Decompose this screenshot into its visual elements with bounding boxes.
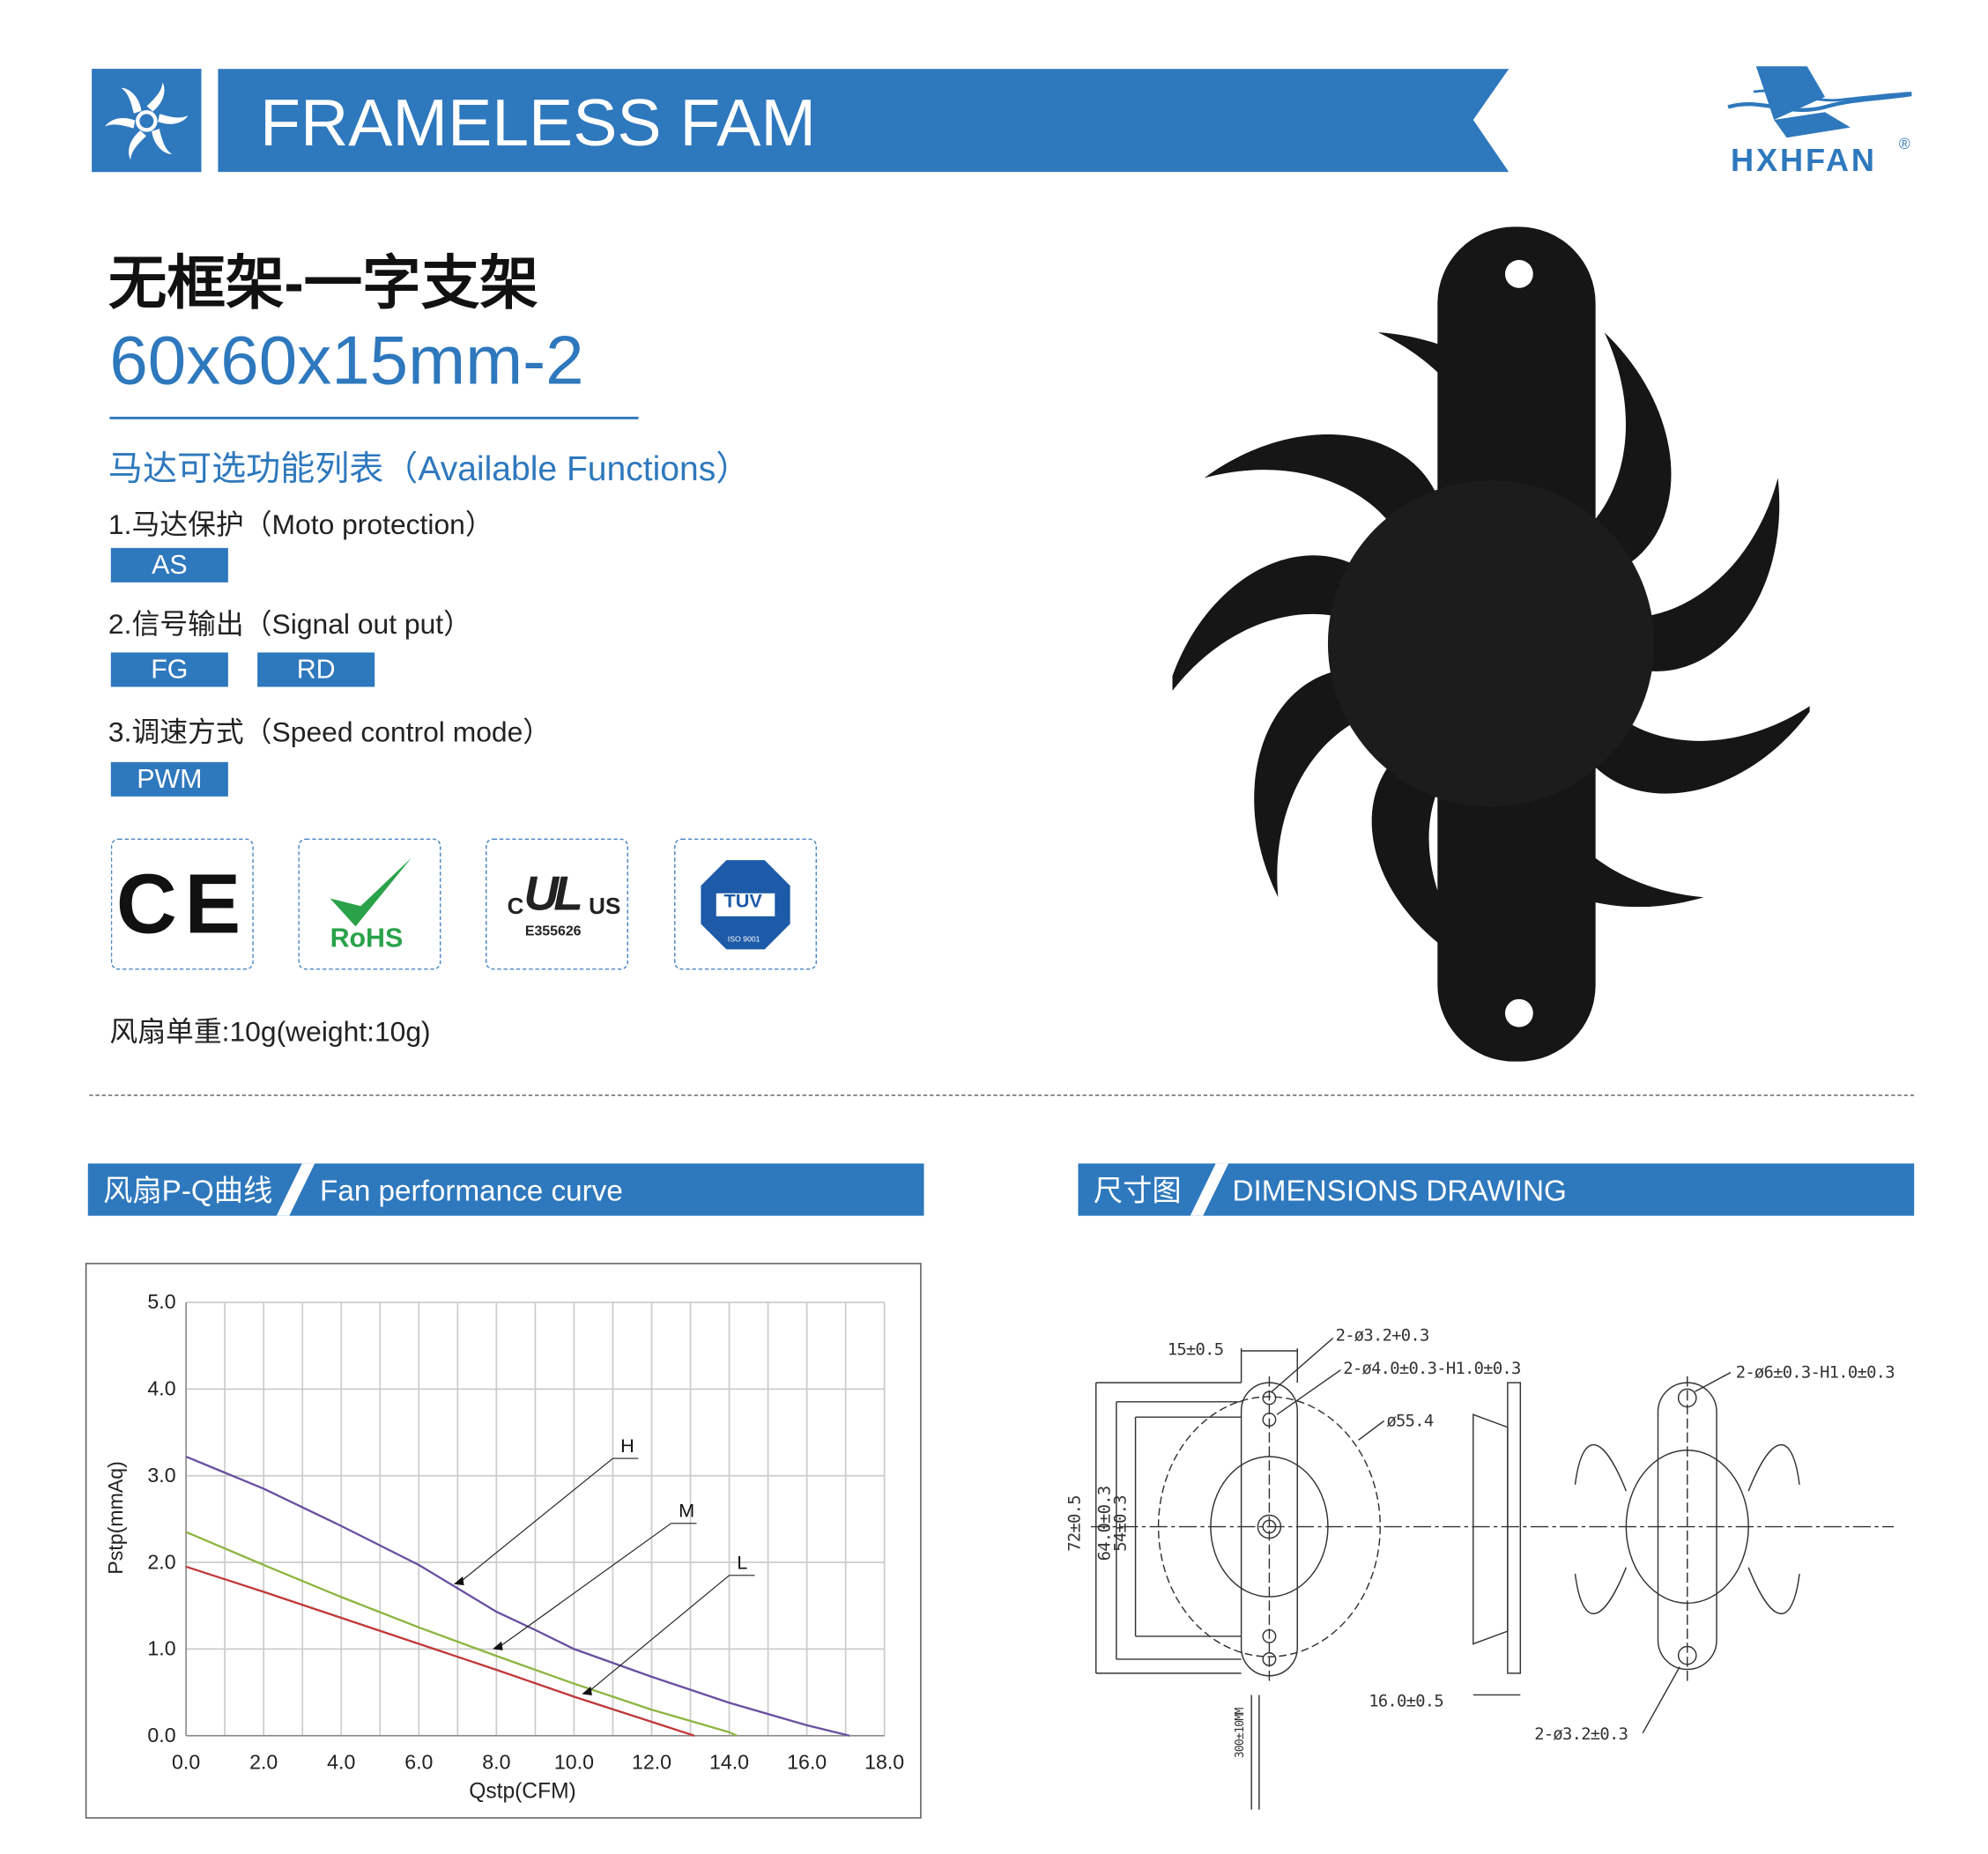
y-tick-label: 5.0 [147,1290,175,1313]
fan-icon [105,82,189,160]
divider [109,416,639,419]
product-size: 60x60x15mm-2 [109,322,584,399]
ul-number: E355626 [524,923,582,939]
group-label: 3.调速方式（Speed control mode） [108,716,552,748]
dim-hole-32b: 2-ø3.2±0.3 [1534,1725,1628,1745]
fan-product-image [1172,226,1810,1062]
tag-as: AS [110,547,228,582]
pq-title-cn: 风扇P-Q曲线 [103,1173,273,1207]
ul-logo: UL [523,867,582,922]
dim-cable: 300±10MM [1234,1708,1248,1759]
dim-hole-6: 2-ø6±0.3-H1.0±0.3 [1735,1363,1895,1383]
dim-diameter: ø55.4 [1386,1412,1434,1432]
x-tick-label: 12.0 [632,1750,671,1773]
x-tick-label: 18.0 [864,1750,904,1773]
annotation-leader-M [496,1523,671,1650]
pq-section-header: 风扇P-Q曲线 Fan performance curve [87,1163,924,1216]
series-line-M [185,1531,738,1737]
brand-name: HXHFAN [1730,142,1877,179]
dim-hole-32: 2-ø3.2+0.3 [1335,1326,1430,1346]
series-label-M: M [679,1500,694,1522]
annotation-leader-H [456,1457,613,1585]
ul-us: US [589,893,621,919]
dim-15: 15±0.5 [1167,1340,1224,1361]
functions-title: 马达可选功能列表（Available Functions） [108,449,751,488]
dim-title-en: DIMENSIONS DRAWING [1232,1173,1567,1207]
tuv-iso: ISO 9001 [727,936,760,945]
dim-16: 16.0±0.5 [1369,1692,1444,1712]
x-axis-label: Qstp(CFM) [469,1778,576,1804]
annotation-arrow-M [493,1641,503,1650]
dim-72: 72±0.5 [1065,1495,1086,1552]
pq-chart: 0.0 2.0 4.0 6.0 8.0 10.0 12.0 14.0 16.0 18.0 0.0 1.… [85,1263,922,1819]
annotation-arrow-L [582,1686,592,1695]
header-fan-logo [92,69,202,173]
series-label-H: H [620,1435,634,1457]
ce-logo: CE [115,856,248,951]
title-banner [218,69,1510,173]
x-tick-label: 8.0 [482,1750,510,1773]
annotation-arrow-H [454,1576,464,1586]
tuv-logo [701,860,790,950]
series-line-H [185,1455,850,1737]
y-tick-label: 0.0 [147,1724,175,1746]
group-label: 2.信号输出（Signal out put） [108,607,471,640]
dim-title-cn: 尺寸图 [1093,1173,1182,1207]
y-tick-label: 4.0 [147,1377,175,1400]
dim-hole-40: 2-ø4.0±0.3-H1.0±0.3 [1343,1360,1521,1379]
rohs-cert: RoHS [298,838,441,970]
x-tick-label: 2.0 [249,1750,278,1773]
tag-rd: RD [257,652,375,687]
y-tick-label: 2.0 [147,1550,175,1573]
product-name-cn: 无框架-一字支架 [108,249,538,316]
section-divider [89,1094,1915,1096]
x-tick-label: 4.0 [327,1750,355,1773]
registered-mark: ® [1898,135,1910,153]
weight: 风扇单重:10g(weight:10g) [109,1015,431,1048]
pq-title-en: Fan performance curve [319,1173,623,1207]
group-label: 1.马达保护（Moto protection） [108,508,493,541]
series-label-L: L [737,1552,747,1574]
annotation-leader-L [585,1575,730,1695]
rohs-logo: RoHS [330,923,404,953]
tag-pwm: PWM [110,761,228,797]
ul-c: C [507,893,524,919]
wave-logo-icon [1727,66,1912,138]
y-axis-label: Pstp(mmAq) [106,1461,128,1575]
x-tick-label: 16.0 [787,1750,827,1773]
x-tick-label: 0.0 [172,1750,200,1773]
brand-logo: HXHFAN ® [1723,61,1914,182]
series-line-L [185,1565,695,1737]
y-tick-label: 1.0 [147,1637,175,1660]
ul-cert: C UL US E355626 [486,838,628,970]
x-tick-label: 10.0 [554,1750,594,1773]
y-tick-label: 3.0 [147,1464,175,1487]
dim-section-header: 尺寸图 DIMENSIONS DRAWING [1078,1163,1915,1216]
x-tick-label: 14.0 [709,1750,749,1773]
tuv-cert: TÜV ISO 9001 [674,838,818,970]
tuv-text: TÜV [723,890,762,913]
dim-54: 54±0.3 [1111,1495,1131,1552]
x-tick-label: 6.0 [404,1750,433,1773]
tag-fg: FG [110,652,228,687]
ce-cert: CE [110,838,254,970]
page-title: FRAMELESS FAM [260,86,817,161]
dimensions-drawing [1090,1337,1895,1810]
check-icon [330,857,412,927]
